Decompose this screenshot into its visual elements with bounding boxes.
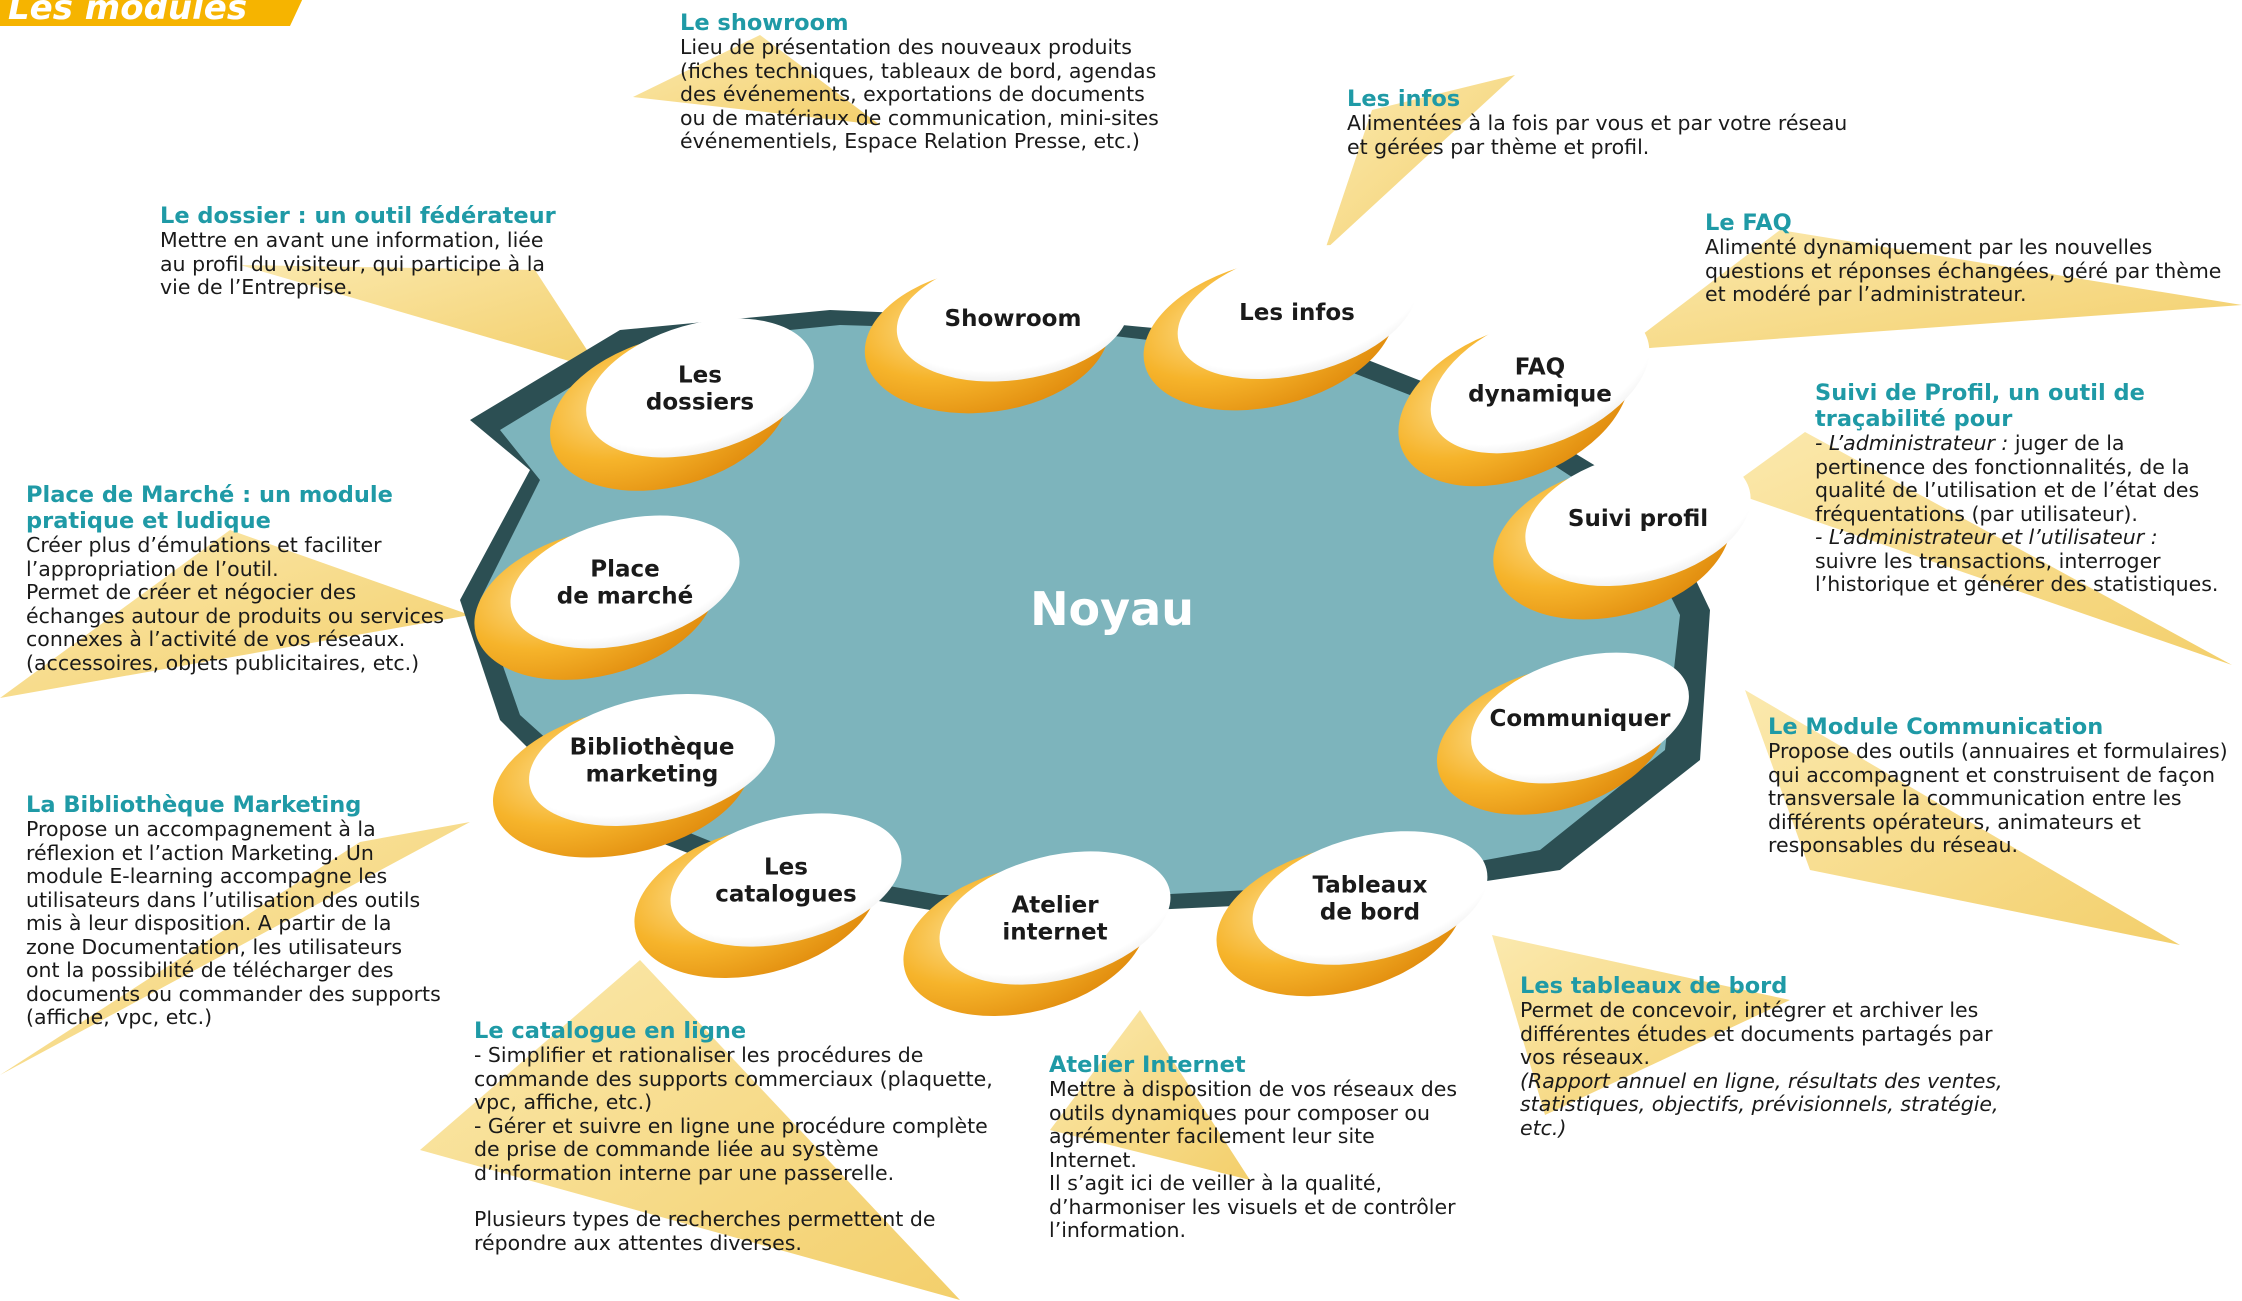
desc-atelier: Atelier Internet Mettre à disposition de… [1049,1052,1457,1243]
desc-title: Le Module Communication [1768,714,2104,740]
desc-communication: Le Module Communication Propose des outi… [1768,714,2228,858]
callout-showroom [633,35,880,125]
desc-faq: Le FAQ Alimenté dynamiquement par les no… [1705,210,2221,307]
callout-tableaux [1492,935,1790,1115]
callout-communication [1745,690,2180,945]
desc-text: Permet de concevoir, intégrer et archive… [1520,998,1993,1069]
module-pill [510,515,740,649]
module-communiquer: Communiquer [1436,652,1689,815]
header-title: Les modules [8,0,248,28]
desc-text: Mettre à disposition de vos réseaux des … [1049,1077,1458,1242]
module-pill [939,851,1171,985]
desc-title: Le dossier : un outil fédérateur [160,203,556,229]
desc-dossier: Le dossier : un outil fédérateur Mettre … [160,203,556,300]
desc-title: La Bibliothèque Marketing [26,792,362,818]
core-body [480,325,1680,895]
desc-title: Le showroom [680,10,849,36]
module-label: Les infos [1239,300,1355,326]
callout-faq [1622,230,2242,350]
module-label: Showroom [945,306,1082,332]
module-pill [1252,831,1488,965]
module-suivi: Suivi profil [1493,449,1751,620]
desc-text: Alimenté dynamiquement par les nouvelles… [1705,235,2222,306]
desc-text: suivre les transactions, interroger l’hi… [1815,548,2219,597]
callout-dossier [240,265,600,370]
desc-role: - L’administrateur : [1815,431,2009,455]
desc-text: Mettre en avant une information, liée au… [160,228,545,299]
module-pill [1525,449,1751,587]
module-infos: Les infos [1143,244,1417,411]
module-pill [670,813,902,947]
desc-text: Alimentées à la fois par vous et par vot… [1347,111,1848,159]
callout-place [0,530,470,698]
module-pill [896,254,1130,382]
core-label: Noyau [1030,582,1194,636]
desc-place: Place de Marché : un module pratique et … [26,482,444,675]
desc-text: juger de la pertinence des fonctionnalit… [1815,431,2200,526]
desc-title: Atelier Internet [1049,1052,1246,1078]
callout-shapes [0,35,2242,1300]
desc-role: - L’administrateur et l’utilisateur : [1815,525,2158,549]
module-showroom: Showroom [864,254,1130,414]
module-pill [1177,244,1417,380]
desc-text-2: Plusieurs types de recherches permettent… [474,1207,936,1255]
desc-tableaux: Les tableaux de bord Permet de concevoir… [1520,973,2003,1140]
callout-atelier [1050,1010,1250,1180]
module-label: Communiquer [1489,706,1671,732]
desc-title: Les tableaux de bord [1520,973,1788,999]
module-pill [586,318,814,458]
desc-text: Propose des outils (annuaires et formula… [1768,739,2228,857]
desc-catalogue: Le catalogue en ligne - Simplifier et ra… [474,1018,993,1255]
desc-suivi: Suivi de Profil, un outil de traçabilité… [1815,380,2218,597]
callout-infos [1325,75,1515,250]
desc-title: Place de Marché : un module pratique et … [26,482,393,534]
desc-title: Suivi de Profil, un outil de traçabilité… [1815,380,2145,432]
desc-title: Les infos [1347,86,1461,112]
desc-bibliotheque: La Bibliothèque Marketing Propose un acc… [26,792,441,1030]
desc-note: (Rapport annuel en ligne, résultats des … [1520,1068,2003,1140]
core-shape [460,310,1710,910]
module-pill [529,694,775,826]
callout-bibliotheque [0,822,470,1075]
desc-infos: Les infos Alimentées à la fois par vous … [1347,86,1847,159]
module-pill [1430,306,1650,454]
desc-text: Propose un accompagnement à la réflexion… [26,817,441,1029]
callout-suivi [1725,432,2232,665]
desc-title: Le catalogue en ligne [474,1018,747,1044]
module-pill [1471,652,1689,784]
module-label: Suivi profil [1568,506,1708,532]
desc-text: Lieu de présentation des nouveaux produi… [680,35,1159,153]
desc-showroom: Le showroom Lieu de présentation des nou… [680,10,1159,154]
callout-catalogue [420,960,960,1300]
desc-title: Le FAQ [1705,210,1792,236]
desc-text: Créer plus d’émulations et faciliter l’a… [26,533,445,675]
desc-text: - Simplifier et rationaliser les procédu… [474,1043,993,1185]
